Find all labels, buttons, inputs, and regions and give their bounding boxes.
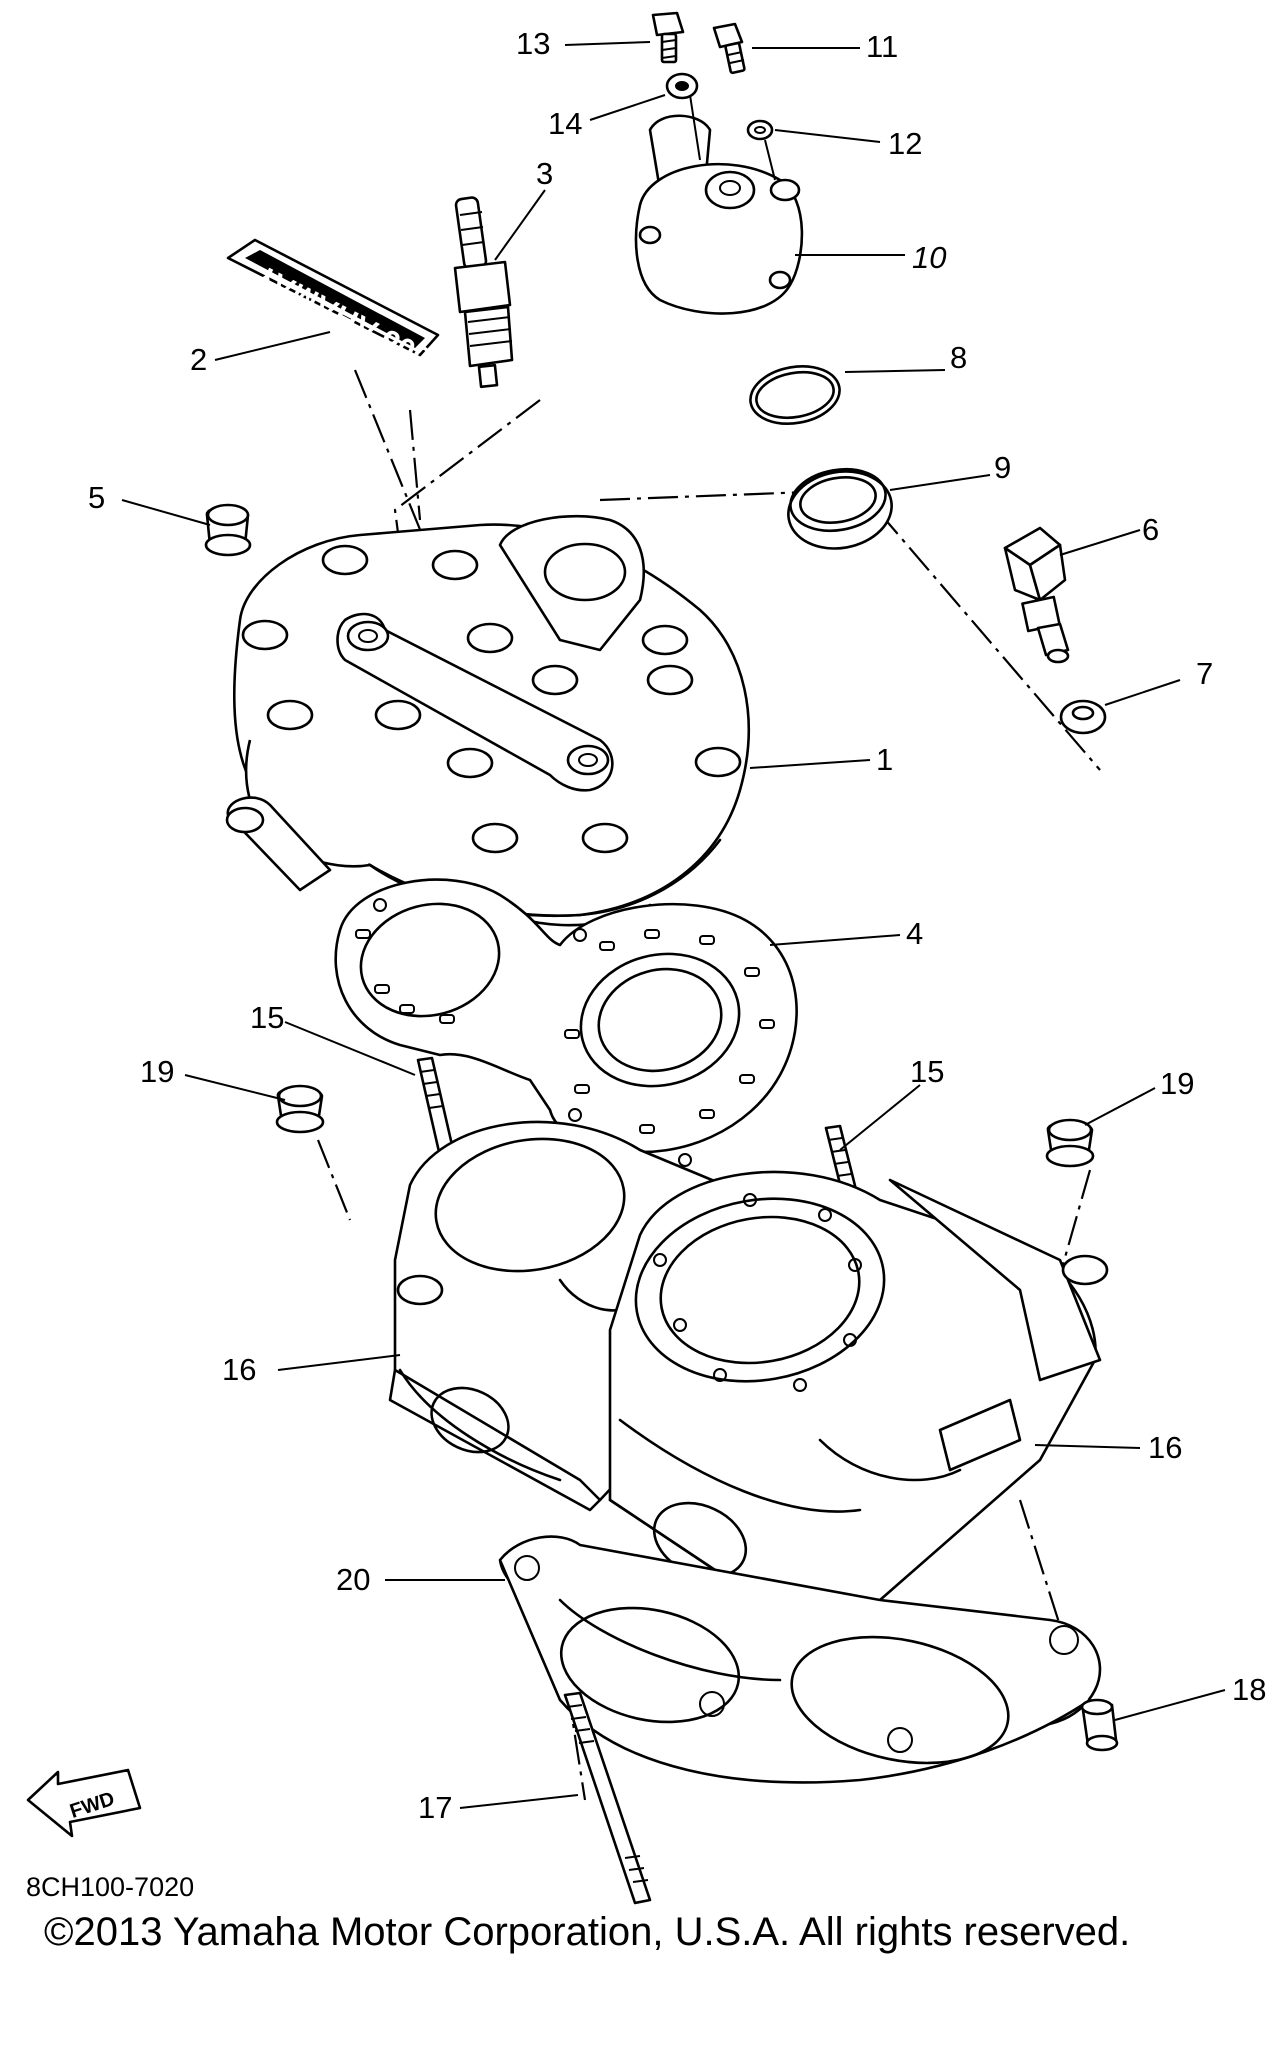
part-13-bolt (651, 11, 685, 64)
part-6-temp-sensor (1003, 526, 1070, 664)
part-2-decal: YAMAHA 600 (226, 238, 440, 377)
callout-8: 8 (950, 340, 967, 375)
callout-4: 4 (906, 916, 923, 951)
fwd-arrow: FWD (26, 1768, 142, 1838)
part-4-head-gasket (334, 878, 798, 1167)
callout-15-right: 15 (910, 1054, 944, 1089)
callout-14: 14 (548, 106, 582, 141)
part-19-cap-nut-right (1045, 1118, 1095, 1168)
part-3-spark-plug (453, 196, 514, 389)
callout-6: 6 (1142, 512, 1159, 547)
callout-13: 13 (516, 26, 550, 61)
part-1-cylinder-head (225, 514, 750, 927)
callout-19-right: 19 (1160, 1066, 1194, 1101)
part-14-washer (665, 72, 699, 100)
part-18-dowel (1080, 1698, 1119, 1752)
callout-12: 12 (888, 126, 922, 161)
callout-1: 1 (876, 742, 893, 777)
copyright-notice: ©2013 Yamaha Motor Corporation, U.S.A. A… (44, 1910, 1131, 1954)
callout-18: 18 (1232, 1672, 1266, 1707)
callout-19-left: 19 (140, 1054, 174, 1089)
part-20-base-gasket (498, 1535, 1102, 1784)
part-17-long-stud (563, 1691, 652, 1905)
callout-9: 9 (994, 450, 1011, 485)
callout-15-left: 15 (250, 1000, 284, 1035)
gasket-ports (355, 929, 775, 1134)
part-11-bolt (712, 22, 746, 75)
leader-lines (121, 41, 1226, 1809)
callout-2: 2 (190, 342, 207, 377)
part-19-cap-nut-left (275, 1084, 325, 1134)
callout-3: 3 (536, 156, 553, 191)
cylinder-bolt-holes (653, 1193, 862, 1392)
callout-16-right: 16 (1148, 1430, 1182, 1465)
part-12-oring (746, 119, 774, 141)
head-bolt-bosses (241, 544, 742, 854)
callout-5: 5 (88, 480, 105, 515)
callout-labels: 13 11 14 12 3 10 8 2 9 5 6 7 1 4 15 19 1… (88, 26, 1266, 1825)
part-7-washer (1059, 699, 1107, 735)
part-9-seal (787, 468, 893, 550)
callout-17: 17 (418, 1790, 452, 1825)
callout-7: 7 (1196, 656, 1213, 691)
diagram-code: 8CH100-7020 (26, 1872, 195, 1902)
part-8-oring (749, 365, 841, 425)
callout-16-left: 16 (222, 1352, 256, 1387)
decal-text: YAMAHA 600 (249, 258, 436, 377)
callout-11: 11 (866, 29, 898, 64)
callout-10: 10 (912, 240, 946, 275)
part-10-thermostat-cover (634, 94, 804, 315)
callout-20: 20 (336, 1562, 370, 1597)
part-5-cap-nut (204, 503, 252, 557)
